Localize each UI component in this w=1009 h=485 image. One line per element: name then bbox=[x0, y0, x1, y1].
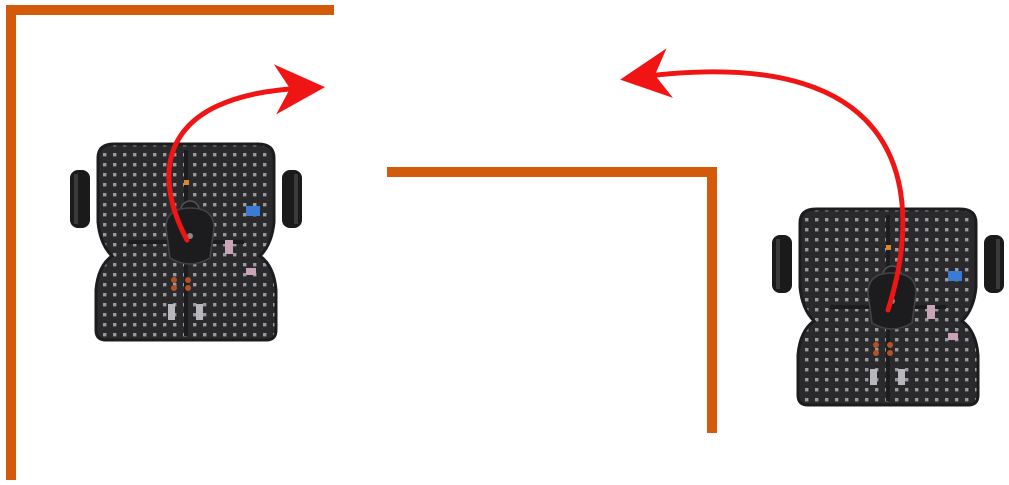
robot-sensor-dot bbox=[873, 342, 879, 348]
robot-sensor-dot bbox=[171, 277, 177, 283]
robot-wheel-left bbox=[772, 235, 792, 293]
robot-sensor-dot bbox=[887, 342, 893, 348]
right-corner-wall bbox=[387, 167, 717, 433]
robot-led-orange bbox=[886, 245, 891, 250]
robot-sensor bbox=[196, 304, 203, 320]
robot-sensor-dot bbox=[185, 277, 191, 283]
wall-segment-top bbox=[387, 167, 717, 177]
robot-sensor-dot bbox=[873, 350, 879, 356]
robot-wheel-right bbox=[282, 170, 302, 228]
wall-segment-top bbox=[6, 5, 334, 15]
wall-segment-left bbox=[6, 5, 16, 480]
robot-sensor-dot bbox=[887, 350, 893, 356]
right-turn-path-arrow bbox=[166, 64, 325, 243]
left-corner-wall bbox=[6, 5, 334, 480]
robot-tag-pink bbox=[225, 240, 233, 254]
left-turn-path-arrow bbox=[620, 48, 906, 313]
robot-port-blue bbox=[246, 206, 260, 216]
robot-wheel-left bbox=[70, 170, 90, 228]
robot-tag-pink bbox=[927, 305, 935, 319]
robot-port-blue bbox=[948, 271, 962, 281]
robot-wheel-right bbox=[984, 235, 1004, 293]
robot-sensor-dot bbox=[171, 285, 177, 291]
robot-sensor bbox=[168, 304, 175, 320]
robot-led-orange bbox=[184, 180, 189, 185]
robot-tag-pink bbox=[246, 268, 256, 275]
wall-segment-right bbox=[707, 167, 717, 433]
robot-sensor bbox=[870, 369, 877, 385]
robot-sensor-dot bbox=[185, 285, 191, 291]
robot-tag-pink bbox=[948, 333, 958, 340]
robot-sensor bbox=[898, 369, 905, 385]
